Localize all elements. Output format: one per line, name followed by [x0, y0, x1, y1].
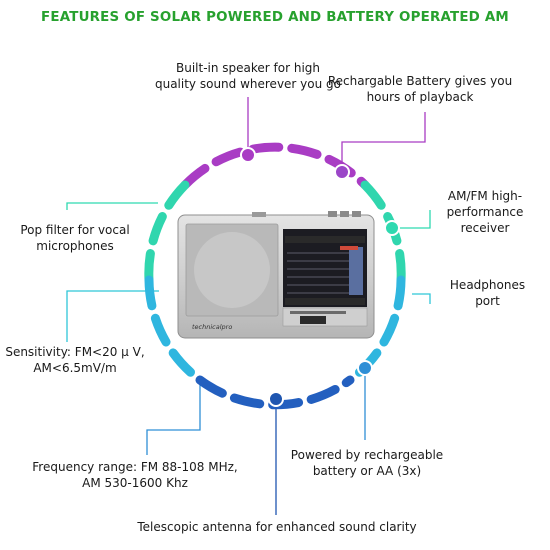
brand-logo: technicalpro: [192, 323, 232, 331]
ring-arc-left-lower: [144, 275, 205, 385]
connector-headphones: [412, 293, 431, 304]
label-antenna: Telescopic antenna for enhanced sound cl…: [137, 520, 417, 534]
ring-dot-speaker: [240, 147, 256, 163]
label-frequency: Frequency range: FM 88-108 MHz,AM 530-16…: [32, 460, 238, 490]
connector-popfilter: [66, 202, 158, 210]
radio-illustration: technicalpro: [177, 211, 375, 339]
connector-amfm: [392, 210, 431, 229]
ring-arc-left-upper: [144, 180, 190, 285]
connector-sensitivity: [66, 290, 159, 342]
ring-dot-antenna: [268, 391, 284, 407]
ring-dot-powered: [357, 360, 373, 376]
page-title: FEATURES OF SOLAR POWERED AND BATTERY OP…: [41, 10, 509, 25]
ring-dot-amfm: [384, 220, 400, 236]
connector-frequency: [146, 381, 201, 455]
ring-dot-battery: [334, 164, 350, 180]
label-sensitivity: Sensitivity: FM<20 μ V,AM<6.5mV/m: [5, 345, 145, 375]
connector-battery: [341, 112, 426, 172]
